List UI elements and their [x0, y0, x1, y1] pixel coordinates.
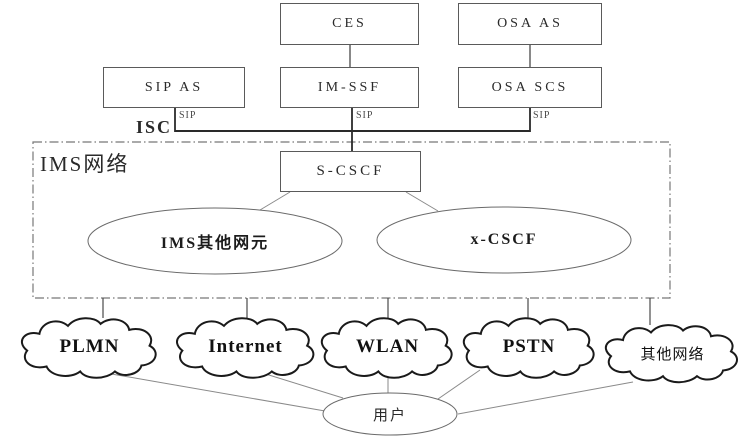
ims-network-label: IMS网络 [40, 152, 130, 176]
sip-label-1: SIP [179, 110, 197, 121]
user-ellipse [322, 392, 458, 436]
node-sip-as: SIP AS [103, 67, 245, 108]
node-im-ssf: IM-SSF [280, 67, 419, 108]
sip-label-2: SIP [356, 110, 374, 121]
other-network-cloud-shape [606, 325, 737, 382]
x-cscf-label: x-CSCF [470, 231, 538, 248]
wlan-label: WLAN [355, 336, 420, 357]
plmn-cloud-shape [22, 318, 156, 378]
node-s-cscf: S-CSCF [280, 151, 421, 192]
connector-pstn-user [437, 369, 481, 400]
pstn-label: PSTN [502, 336, 556, 357]
isc-label: ISC [135, 117, 172, 137]
ims-others-ellipse [87, 207, 343, 275]
node-ces: CES [280, 3, 419, 45]
wlan-cloud-shape [322, 318, 452, 378]
node-osa-scs: OSA SCS [458, 67, 602, 108]
ims-others-label: IMS其他网元 [160, 235, 270, 252]
internet-label: Internet [208, 336, 283, 357]
connector-scscf-xcscf [405, 191, 439, 212]
x-cscf-ellipse [376, 206, 632, 274]
connector-internet-user [255, 370, 344, 399]
internet-cloud-shape [177, 318, 313, 378]
connector-othernet-user [457, 381, 634, 415]
connector-scscf-imsothers [259, 191, 291, 211]
node-osa-as: OSA AS [458, 3, 602, 45]
clouds-group [22, 318, 737, 382]
connector-plmn-user [99, 371, 326, 412]
pstn-cloud-shape [464, 318, 594, 378]
sip-label-3: SIP [533, 110, 551, 121]
plmn-label: PLMN [59, 336, 120, 357]
other-network-label: 其他网络 [640, 346, 705, 363]
user-label: 用户 [372, 407, 407, 424]
